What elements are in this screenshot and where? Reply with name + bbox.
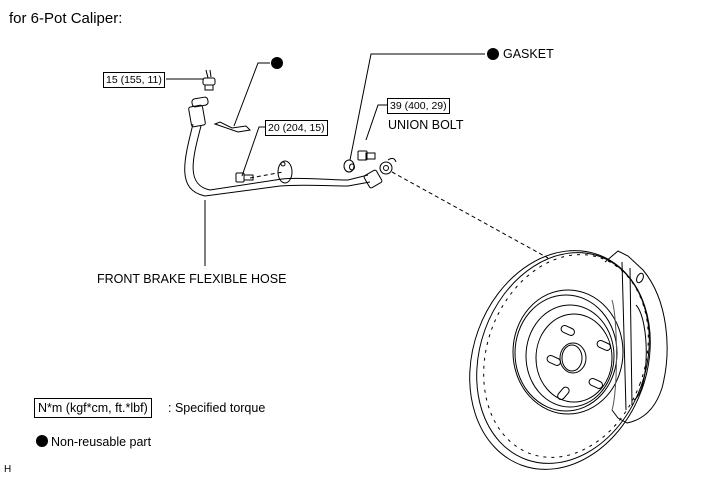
upper-hose-fitting-icon (202, 69, 216, 91)
union-bolt-icon (357, 150, 376, 161)
union-bolt-label: UNION BOLT (388, 118, 464, 132)
clip-icon (213, 121, 252, 133)
torque-callout-upper-hose: 15 (155, 11) (103, 72, 165, 88)
legend-torque-description: : Specified torque (168, 401, 266, 415)
dashed-line-caliper (391, 171, 549, 259)
bracket-bolt-icon (235, 172, 254, 183)
gasket-label: GASKET (503, 47, 554, 61)
caliper-icon (604, 250, 668, 424)
legend-non-reusable-icon (36, 435, 48, 447)
flexible-hose-icon (184, 96, 397, 197)
non-reusable-dot-gasket-icon (487, 48, 499, 60)
legend-torque-unit: N*m (kgf*cm, ft.*lbf) (34, 398, 152, 418)
corner-mark: H (4, 464, 12, 475)
non-reusable-dot-clip-icon (271, 57, 283, 69)
brake-disc-icon (469, 250, 651, 470)
torque-callout-bracket-bolt: 20 (204, 15) (265, 120, 328, 136)
gasket-icon (343, 159, 355, 173)
torque-callout-union-bolt: 39 (400, 29) (387, 98, 450, 114)
dashed-line-bolt (249, 171, 284, 179)
leader-line-gasket (349, 53, 485, 161)
flexible-hose-label: FRONT BRAKE FLEXIBLE HOSE (97, 272, 287, 286)
page-title: for 6-Pot Caliper: (9, 10, 123, 27)
leader-line-clip (233, 62, 270, 127)
leader-line-39 (365, 104, 387, 141)
legend-non-reusable-description: Non-reusable part (51, 435, 152, 449)
leader-line-20 (241, 126, 265, 177)
